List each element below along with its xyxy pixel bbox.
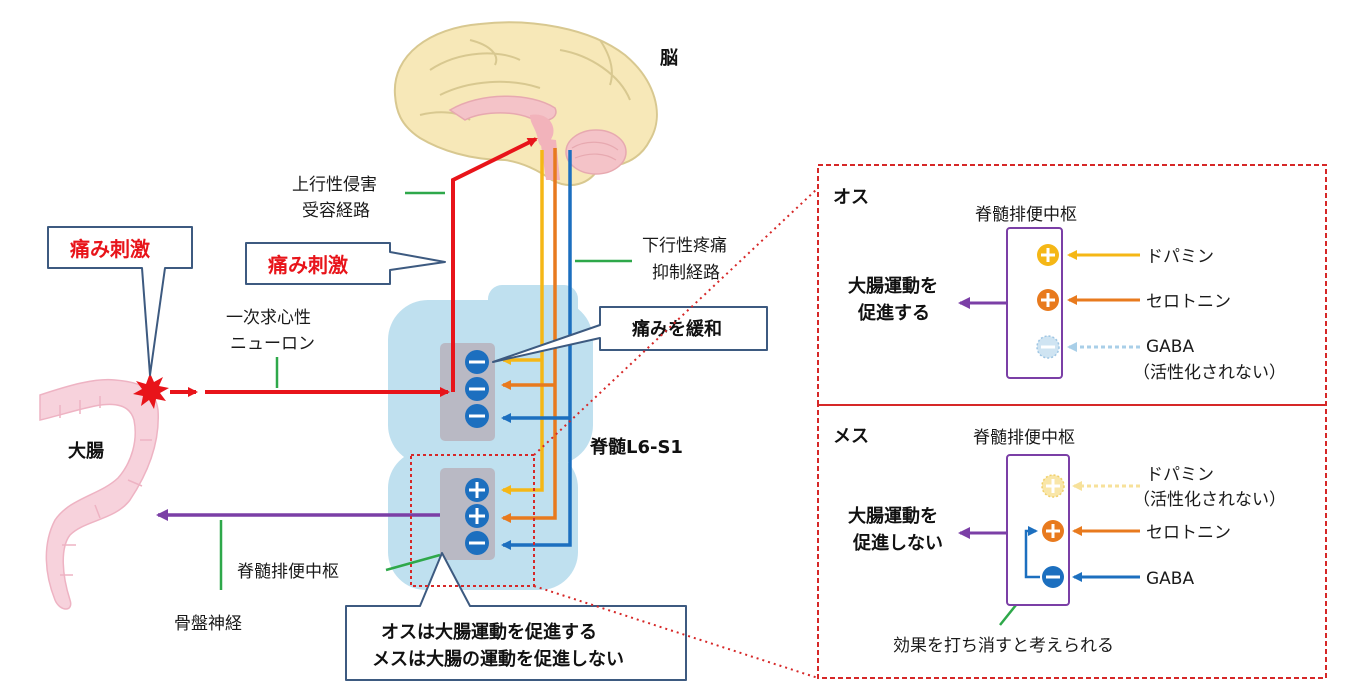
female-effect-line2: 促進しない xyxy=(852,532,943,554)
ascending-label-line2: 受容経路 xyxy=(302,201,370,221)
male-panel-title: オス xyxy=(833,187,869,208)
female-serotonin-label: セロトニン xyxy=(1146,523,1231,543)
female-gaba-label: GABA xyxy=(1146,569,1194,589)
pain-stimulus-callout-2: 痛み刺激 xyxy=(245,242,446,285)
female-panel-title: メス xyxy=(833,426,869,447)
primary-label-line1: 一次求心性 xyxy=(226,308,311,328)
pain-stimulus-text-2: 痛み刺激 xyxy=(268,253,348,277)
relieve-pain-callout: 痛みを緩和 xyxy=(492,306,768,363)
pelvic-nerve-label: 骨盤神経 xyxy=(174,614,242,634)
male-panel: オス 脊髄排便中枢 ドパミン セロトニン GABA （活性化されない） 大腸運動… xyxy=(817,164,1327,406)
summary-callout: オスは大腸運動を促進する メスは大腸の運動を促進しない xyxy=(345,552,687,681)
zoom-connector-top xyxy=(533,187,819,456)
zoom-region xyxy=(410,454,535,587)
female-dopamine-note: （活性化されない） xyxy=(1133,490,1286,510)
female-dopamine-label: ドパミン xyxy=(1146,465,1214,485)
primary-label-line2: ニューロン xyxy=(230,334,315,354)
brain-label: 脳 xyxy=(660,48,678,69)
dopamine-pathway-line xyxy=(501,150,544,495)
zoom-connector-bottom xyxy=(533,585,819,679)
female-panel: メス 脊髄排便中枢 ドパミン （活性化されない） セロトニン GABA 大腸運動… xyxy=(817,404,1327,679)
colon-illustration xyxy=(39,378,159,610)
gaba-pathway-line xyxy=(501,150,572,550)
serotonin-pathway-line xyxy=(501,148,557,523)
lower-receptors xyxy=(465,478,489,555)
male-gaba-note: （活性化されない） xyxy=(1133,363,1286,383)
pain-stimulus-callout-1: 痛み刺激 xyxy=(47,226,193,376)
descending-label-line1: 下行性疼痛 xyxy=(642,236,727,256)
male-effect-line2: 促進する xyxy=(857,302,930,324)
descending-pathways xyxy=(501,148,572,550)
spinal-cord-label: 脊髄L6-S1 xyxy=(589,436,683,458)
relieve-pain-text: 痛みを緩和 xyxy=(632,318,722,340)
summary-line1: オスは大腸運動を促進する xyxy=(381,621,597,643)
defecation-center-label: 脊髄排便中枢 xyxy=(237,562,339,582)
male-gaba-label: GABA xyxy=(1146,337,1194,357)
male-dopamine-label: ドパミン xyxy=(1146,247,1214,267)
pain-burst-icon xyxy=(133,373,169,409)
male-effect-line1: 大腸運動を xyxy=(848,275,938,297)
brain-illustration xyxy=(393,21,658,186)
ascending-label-line1: 上行性侵害 xyxy=(292,175,377,195)
ascending-pathway-arrow xyxy=(451,137,538,392)
colon-label: 大腸 xyxy=(68,440,104,462)
female-cancel-note: 効果を打ち消すと考えられる xyxy=(893,636,1114,656)
pain-stimulus-text-1: 痛み刺激 xyxy=(70,237,150,261)
female-effect-line1: 大腸運動を xyxy=(848,505,938,527)
summary-line2: メスは大腸の運動を促進しない xyxy=(372,648,624,670)
upper-receptors xyxy=(465,350,489,428)
descending-label-line2: 抑制経路 xyxy=(652,263,720,283)
female-gaba-cancel-arrow xyxy=(1024,526,1040,579)
male-serotonin-label: セロトニン xyxy=(1146,292,1231,312)
female-center-label: 脊髄排便中枢 xyxy=(973,428,1075,448)
male-center-label: 脊髄排便中枢 xyxy=(975,205,1077,225)
